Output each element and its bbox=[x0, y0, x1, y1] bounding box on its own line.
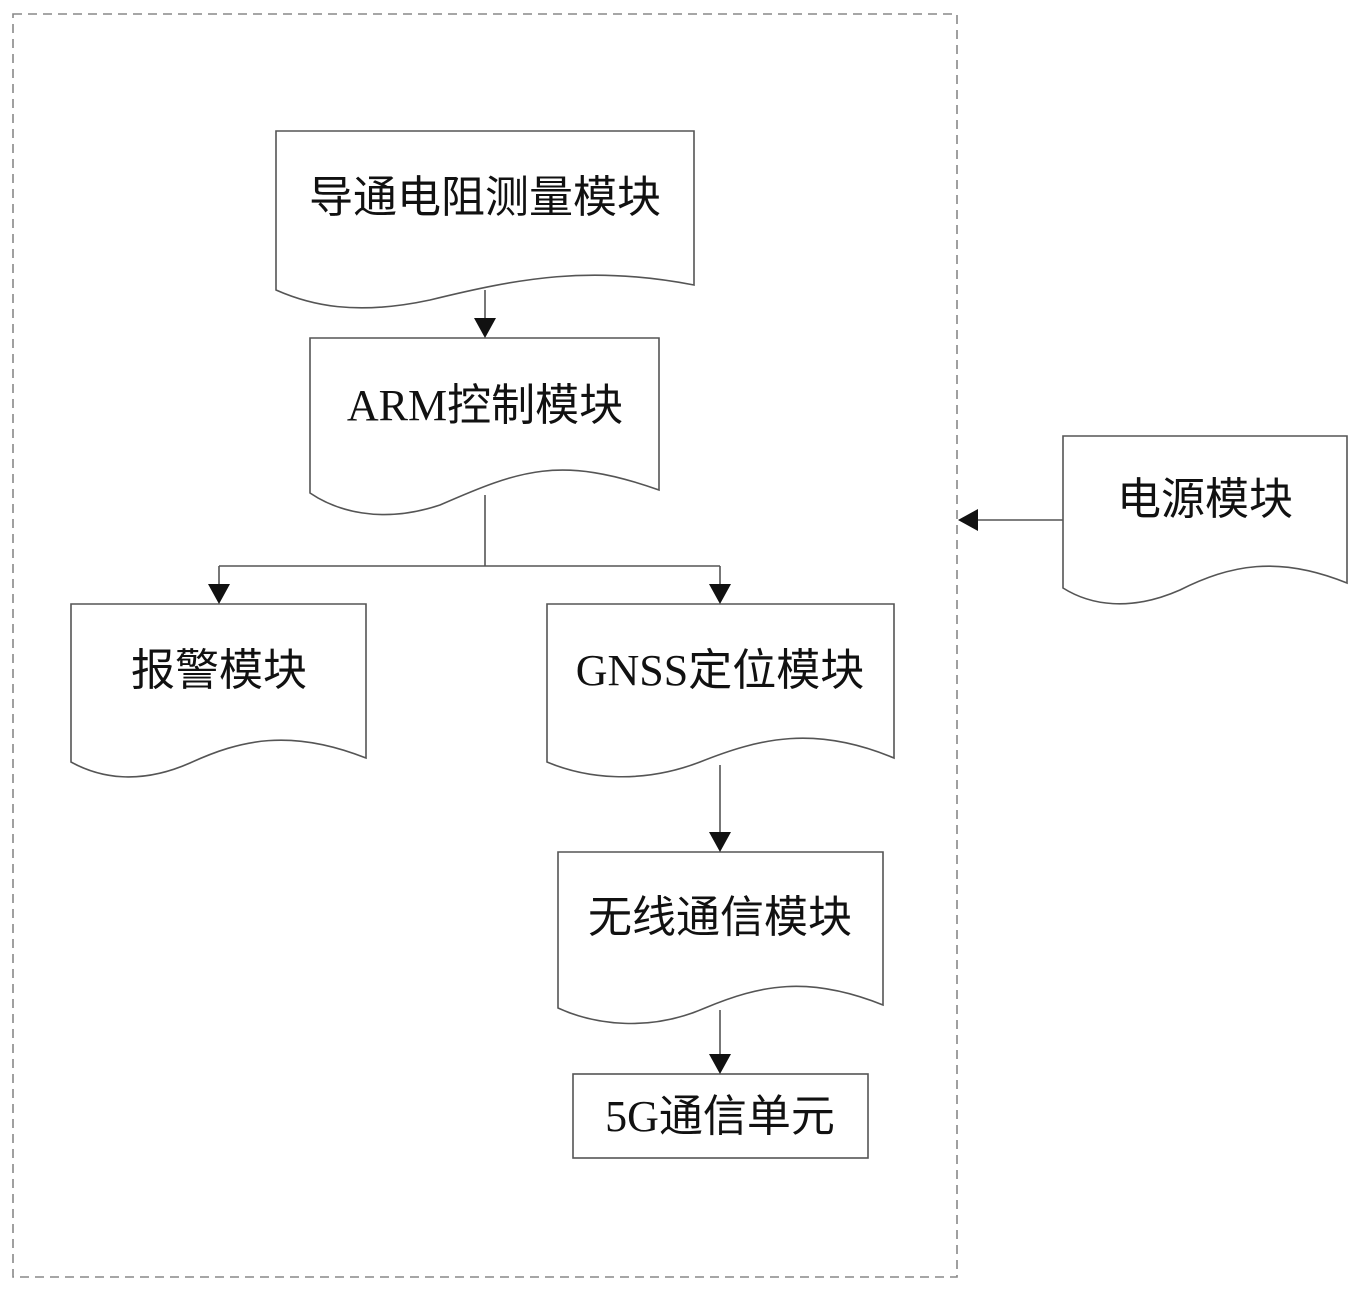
node-wireless: 无线通信模块 bbox=[557, 851, 884, 1025]
arrowhead bbox=[709, 584, 731, 604]
document-shape bbox=[70, 603, 367, 778]
document-shape bbox=[557, 851, 884, 1025]
node-gnss: GNSS定位模块 bbox=[546, 603, 895, 778]
node-label: 无线通信模块 bbox=[588, 893, 852, 942]
node-label: 导通电阻测量模块 bbox=[309, 173, 661, 222]
connector-arm-to-branches bbox=[208, 495, 731, 604]
connector-power-to-device bbox=[958, 509, 1063, 531]
node-label: 电源模块 bbox=[1117, 475, 1293, 524]
node-5g-unit: 5G通信单元 bbox=[572, 1073, 869, 1159]
document-shape bbox=[546, 603, 895, 778]
arrowhead bbox=[709, 1054, 731, 1074]
node-label: GNSS定位模块 bbox=[576, 646, 865, 695]
arrowhead bbox=[208, 584, 230, 604]
device-boundary bbox=[12, 13, 958, 1278]
arrowhead bbox=[474, 318, 496, 338]
node-arm-control: ARM控制模块 bbox=[309, 337, 660, 516]
node-power: 电源模块 bbox=[1062, 435, 1348, 605]
document-shape bbox=[275, 130, 695, 309]
node-label: 5G通信单元 bbox=[605, 1092, 835, 1141]
connector-wireless-to-5g bbox=[709, 1010, 731, 1074]
connector-gnss-to-wireless bbox=[709, 765, 731, 852]
node-resistance-measurement: 导通电阻测量模块 bbox=[275, 130, 695, 309]
node-label: ARM控制模块 bbox=[347, 381, 623, 430]
arrowhead bbox=[709, 832, 731, 852]
connector-resistance-to-arm bbox=[474, 290, 496, 338]
process-shape bbox=[572, 1073, 869, 1159]
node-alarm: 报警模块 bbox=[70, 603, 367, 778]
document-shape bbox=[309, 337, 660, 516]
arrowhead bbox=[958, 509, 978, 531]
document-shape bbox=[1062, 435, 1348, 605]
node-label: 报警模块 bbox=[131, 646, 307, 695]
